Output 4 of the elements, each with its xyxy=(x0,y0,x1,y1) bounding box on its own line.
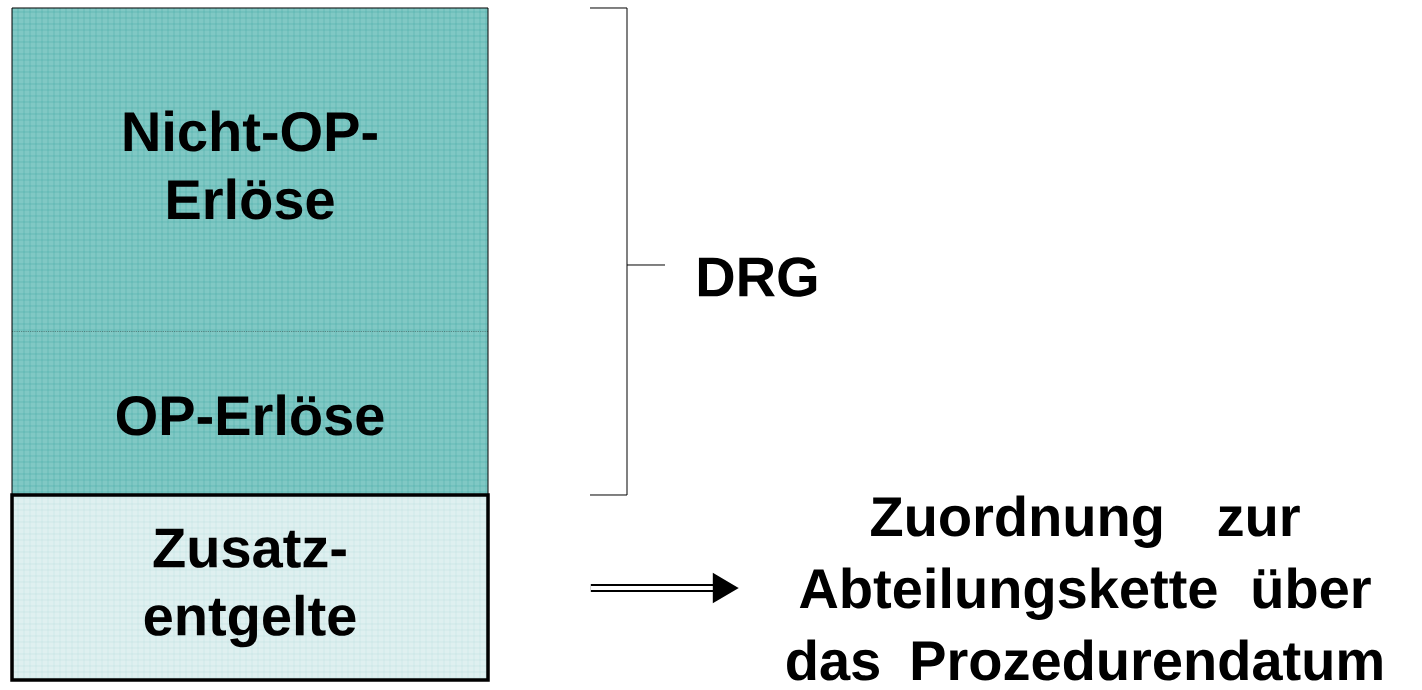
revenue-box: Zusatz- entgelte xyxy=(10,493,490,682)
revenue-box: OP-Erlöse xyxy=(11,331,489,496)
note-text: Zuordnung zur Abteilungskette über das Prozedurendatum xyxy=(787,495,1382,681)
group-label: DRG xyxy=(698,257,817,297)
